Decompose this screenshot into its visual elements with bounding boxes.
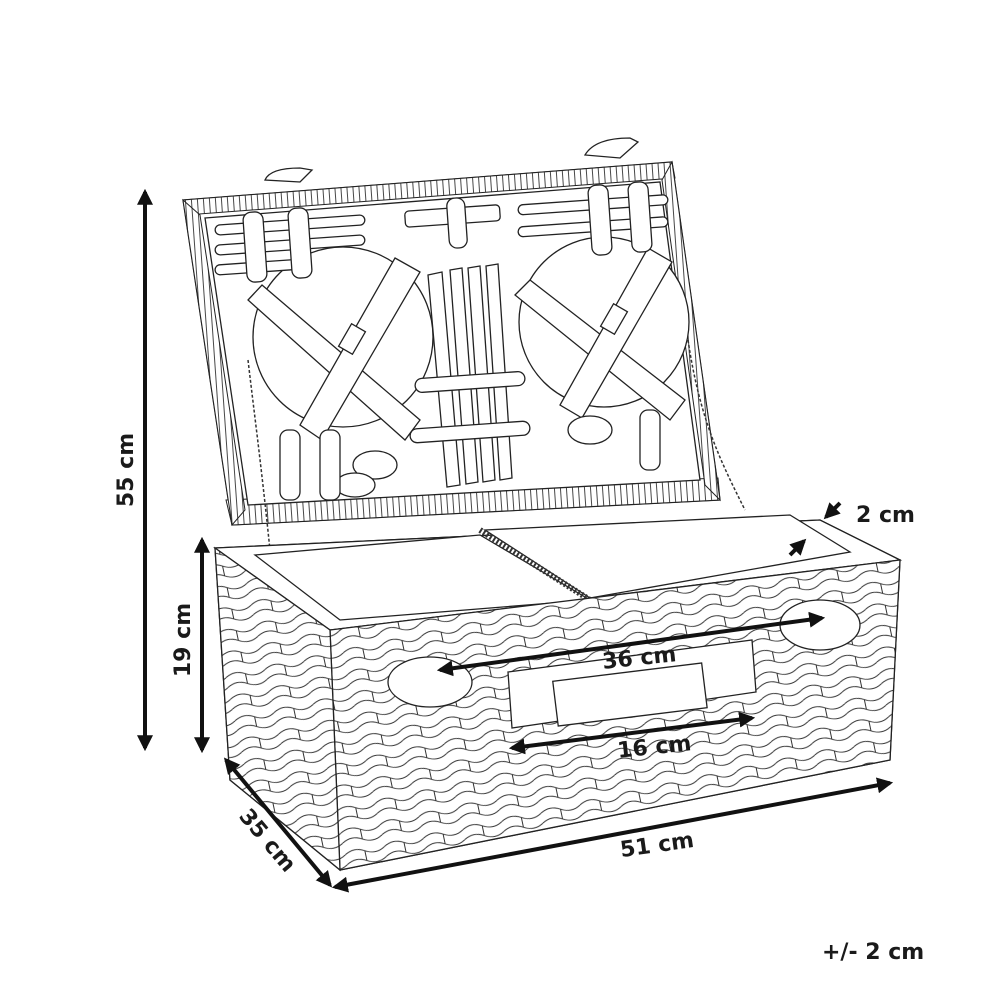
latch-left [387,656,473,708]
depth-arrow [223,757,333,888]
handle-span-arrow [436,611,826,677]
knives [409,263,531,488]
height-basket-label: 19 cm [171,603,196,677]
latch-right [779,599,861,651]
width-arrow [331,777,894,893]
forks-right [517,181,669,256]
plate-left [247,246,434,441]
handle-length-arrow [508,711,756,755]
lid-thickness-arrow-top [823,501,842,520]
chain-right [687,339,746,511]
lid-thickness-label: 2 cm [856,503,915,528]
chain-left [247,359,273,571]
corkscrew [404,197,501,249]
compartment-right [482,514,852,599]
spoons [279,409,661,501]
height-total-label: 55 cm [114,433,139,507]
basket-lid [182,137,746,571]
forks-left [214,207,366,283]
tolerance-note: +/- 2 cm [822,940,925,965]
basket-body [213,514,903,872]
plate-right [514,236,690,421]
lid-thickness-arrow-bottom [788,538,807,557]
